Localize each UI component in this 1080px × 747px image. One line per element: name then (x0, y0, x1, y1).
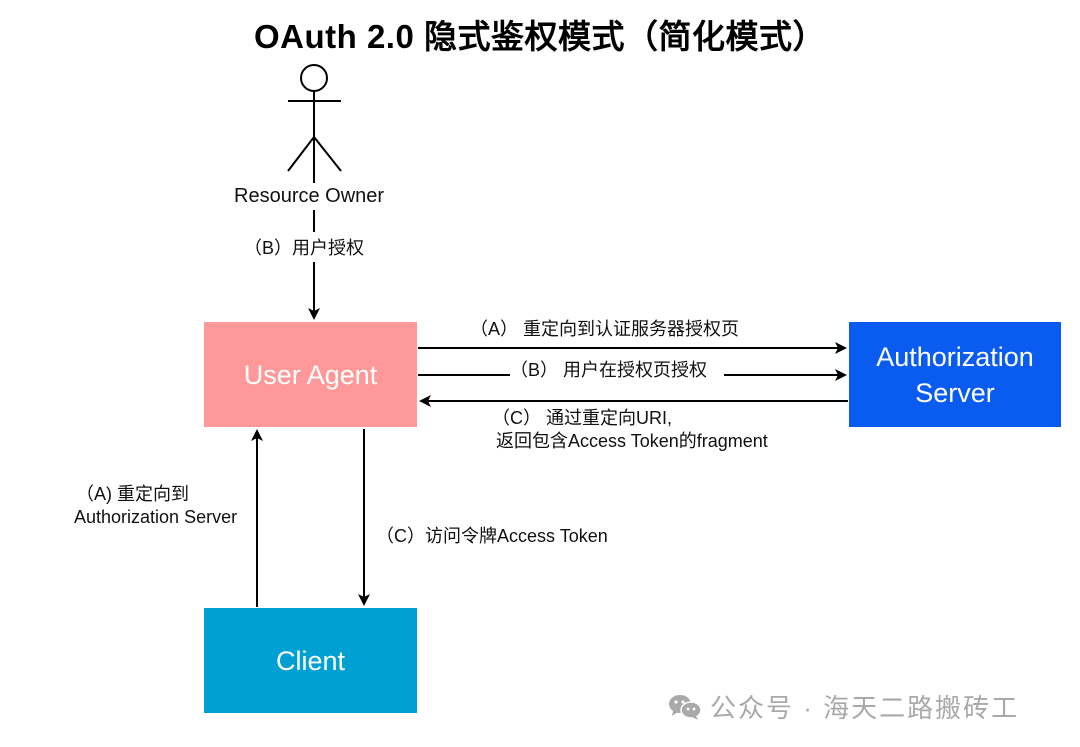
label-server-to-agent-c-line1: （C） 通过重定向URI, (492, 408, 672, 428)
watermark: 公众号 · 海天二路搬砖工 (668, 688, 1019, 725)
client-label: Client (275, 645, 346, 676)
authorization-server-node[interactable]: Authorization Server (849, 322, 1061, 427)
label-client-to-agent-a-line1: （A) 重定向到 (76, 484, 190, 504)
resource-owner-label: Resource Owner (234, 185, 385, 207)
authorization-server-label-line2: Server (915, 377, 995, 408)
user-agent-node[interactable]: User Agent (204, 322, 417, 427)
label-agent-to-server-b: （B） 用户在授权页授权 (510, 360, 708, 380)
client-node[interactable]: Client (204, 608, 417, 713)
label-agent-to-server-a: （A） 重定向到认证服务器授权页 (470, 319, 740, 339)
label-server-to-agent-c-line2: 返回包含Access Token的fragment (496, 431, 768, 451)
authorization-server-label-line1: Authorization (876, 341, 1034, 372)
stick-figure-icon (287, 64, 342, 183)
diagram-title: OAuth 2.0 隐式鉴权模式（简化模式） (253, 18, 827, 55)
label-client-to-agent-a-line2: Authorization Server (74, 507, 238, 527)
user-agent-label: User Agent (243, 359, 378, 390)
label-agent-to-client-c: （C）访问令牌Access Token (376, 526, 608, 546)
label-owner-to-agent: （B）用户授权 (244, 238, 365, 258)
wechat-icon (668, 693, 702, 721)
watermark-text: 公众号 · 海天二路搬砖工 (710, 693, 1020, 723)
